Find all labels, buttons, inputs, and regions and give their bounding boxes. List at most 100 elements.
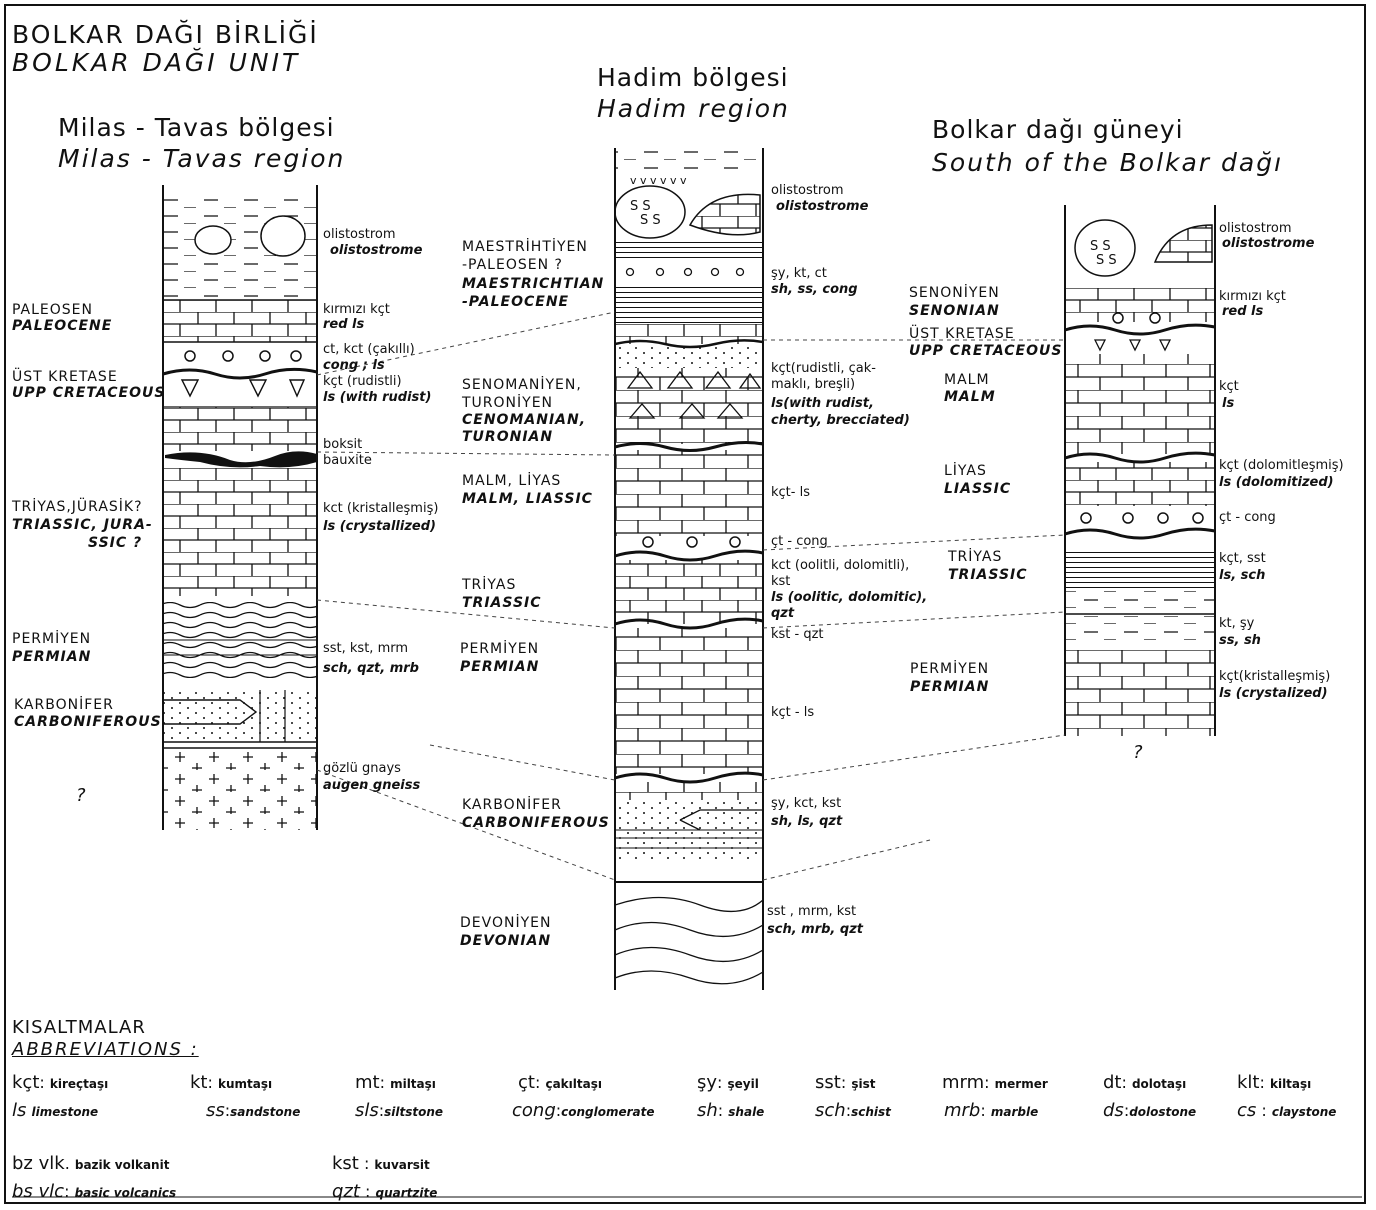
lith-label: ls (dolomitized) xyxy=(1219,475,1334,490)
lith-label: sch, qzt, mrb xyxy=(323,661,419,676)
lith-label: kt, şy xyxy=(1219,616,1255,631)
abbr-entry: klt: kiltaşı xyxy=(1237,1072,1312,1093)
lith-label: cherty, brecciated) xyxy=(771,413,910,428)
age-label: TRİYAS xyxy=(462,577,517,593)
lith-label: kçt(rudistli, çak- xyxy=(771,361,876,376)
lith-label: cong ; ls xyxy=(323,358,385,373)
svg-text:S S: S S xyxy=(640,213,661,228)
lith-label: olistostrome xyxy=(330,243,423,258)
age-label: LIASSIC xyxy=(944,481,1012,497)
abbr-entry: çt: çakıltaşı xyxy=(518,1072,602,1093)
age-label: CENOMANIAN, xyxy=(462,412,587,428)
lith-label: sst, kst, mrm xyxy=(323,641,409,656)
hadim-region-tr: Hadim bölgesi xyxy=(597,63,789,92)
lith-label: ls (crystallized) xyxy=(323,519,436,534)
lith-label: qzt xyxy=(771,606,795,621)
svg-text:S S: S S xyxy=(630,199,651,214)
lith-label: ls (crystalized) xyxy=(1219,686,1328,701)
lith-label: kırmızı kçt xyxy=(1219,289,1286,304)
abbr-entry: qzt : quartzite xyxy=(332,1181,438,1202)
hadim-region-en: Hadim region xyxy=(597,94,790,123)
abbr-entry: ss:sandstone xyxy=(206,1100,301,1121)
lith-label: sst , mrm, kst xyxy=(767,904,857,919)
age-label: PALEOSEN xyxy=(12,302,93,318)
abbr-entry: şy: şeyil xyxy=(697,1072,759,1093)
lith-label: kçt(kristalleşmiş) xyxy=(1219,669,1331,684)
abbr-entry: mt: miltaşı xyxy=(355,1072,436,1093)
lith-label: kst - qzt xyxy=(771,627,824,642)
abbr-entry: cs : claystone xyxy=(1237,1100,1337,1121)
age-label: CARBONIFEROUS xyxy=(14,714,162,730)
age-label: TRİYAS xyxy=(948,549,1003,565)
lith-label: kçt (rudistli) xyxy=(323,374,402,389)
abbreviations-title-en: ABBREVIATIONS : xyxy=(12,1039,199,1060)
lith-label: kct (oolitli, dolomitli), xyxy=(771,558,910,573)
lith-label: şy, kt, ct xyxy=(771,266,827,281)
age-label: MALM xyxy=(944,372,990,388)
age-label: PERMİYEN xyxy=(12,631,92,647)
svg-text:S S: S S xyxy=(1096,253,1117,268)
age-label: TRİYAS,JÜRASİK? xyxy=(12,499,143,515)
abbr-entry: mrm: mermer xyxy=(942,1072,1048,1093)
lith-label: çt - cong xyxy=(771,534,828,549)
milas-column xyxy=(162,185,318,830)
age-label: SENONIAN xyxy=(909,303,1000,319)
lith-label: kçt xyxy=(1219,379,1239,394)
lith-label: olistostrom xyxy=(323,227,396,242)
age-label: MAESTRİHTİYEN xyxy=(462,239,588,255)
lith-label: kçt- ls xyxy=(771,485,810,500)
lith-label: augen gneiss xyxy=(323,778,421,793)
lith-label: ls (with rudist) xyxy=(323,390,432,405)
lith-label: ls(with rudist, xyxy=(771,396,874,411)
abbr-entry: sst: şist xyxy=(815,1072,876,1093)
lith-label: olistostrom xyxy=(1219,221,1292,236)
bolkar-region-en: South of the Bolkar dağı xyxy=(932,148,1284,177)
lith-label: ss, sh xyxy=(1219,633,1261,648)
unit-title-en: BOLKAR DAĞI UNIT xyxy=(12,48,301,77)
lith-label: ls, sch xyxy=(1219,568,1266,583)
abbr-entry: bz vlk. bazik volkanit xyxy=(12,1153,170,1174)
age-label: TRIASSIC, JURA- xyxy=(12,517,153,533)
lith-label: olistostrom xyxy=(771,183,844,198)
age-label: TRIASSIC xyxy=(948,567,1028,583)
lith-label: ls (oolitic, dolomitic), xyxy=(771,590,928,605)
lith-label: sh, ss, cong xyxy=(771,282,858,297)
abbr-entry: ds:dolostone xyxy=(1103,1100,1197,1121)
bolkar-column: S S S S xyxy=(1064,205,1216,736)
abbr-entry: sh: shale xyxy=(697,1100,765,1121)
abbr-entry: sls:siltstone xyxy=(355,1100,444,1121)
age-label: PERMİYEN xyxy=(460,641,540,657)
age-label: SENOMANİYEN, xyxy=(462,377,582,393)
age-label: DEVONİYEN xyxy=(460,915,552,931)
lith-label: kçt (dolomitleşmiş) xyxy=(1219,458,1344,473)
lith-label: red ls xyxy=(1222,304,1264,319)
abbr-entry: ls limestone xyxy=(12,1100,99,1121)
lith-label: bauxite xyxy=(323,453,372,468)
age-label: MAESTRICHTIAN xyxy=(462,276,605,292)
age-label: ÜST KRETASE xyxy=(12,369,118,385)
svg-text:v v v v v v: v v v v v v xyxy=(630,174,687,187)
age-label: PERMIAN xyxy=(910,679,990,695)
age-label: KARBONİFER xyxy=(462,797,562,813)
abbr-entry: bs vlc: basic volcanics xyxy=(12,1181,177,1202)
lith-label: sch, mrb, qzt xyxy=(767,922,863,937)
age-label: TURONİYEN xyxy=(462,395,554,411)
lith-label: kst xyxy=(771,574,791,589)
age-label: CARBONIFEROUS xyxy=(462,815,610,831)
age-label: UPP CRETACEOUS xyxy=(12,385,166,401)
abbr-entry: kt: kumtaşı xyxy=(190,1072,273,1093)
lith-label: şy, kct, kst xyxy=(771,796,842,811)
lith-label: çt - cong xyxy=(1219,510,1276,525)
abbr-entry: sch:schist xyxy=(815,1100,891,1121)
lith-label: ct, kct (çakıllı) xyxy=(323,342,415,357)
svg-text:S S: S S xyxy=(1090,239,1111,254)
age-label: MALM, LIASSIC xyxy=(462,491,593,507)
unknown-basement-mark: ? xyxy=(1133,742,1143,763)
abbr-entry: kst : kuvarsit xyxy=(332,1153,430,1174)
lith-label: boksit xyxy=(323,437,363,452)
lith-label: maklı, breşli) xyxy=(771,377,856,392)
age-label: PALEOCENE xyxy=(12,318,113,334)
unit-title-tr: BOLKAR DAĞI BİRLİĞİ xyxy=(12,20,319,49)
lith-label: kçt - ls xyxy=(771,705,815,720)
